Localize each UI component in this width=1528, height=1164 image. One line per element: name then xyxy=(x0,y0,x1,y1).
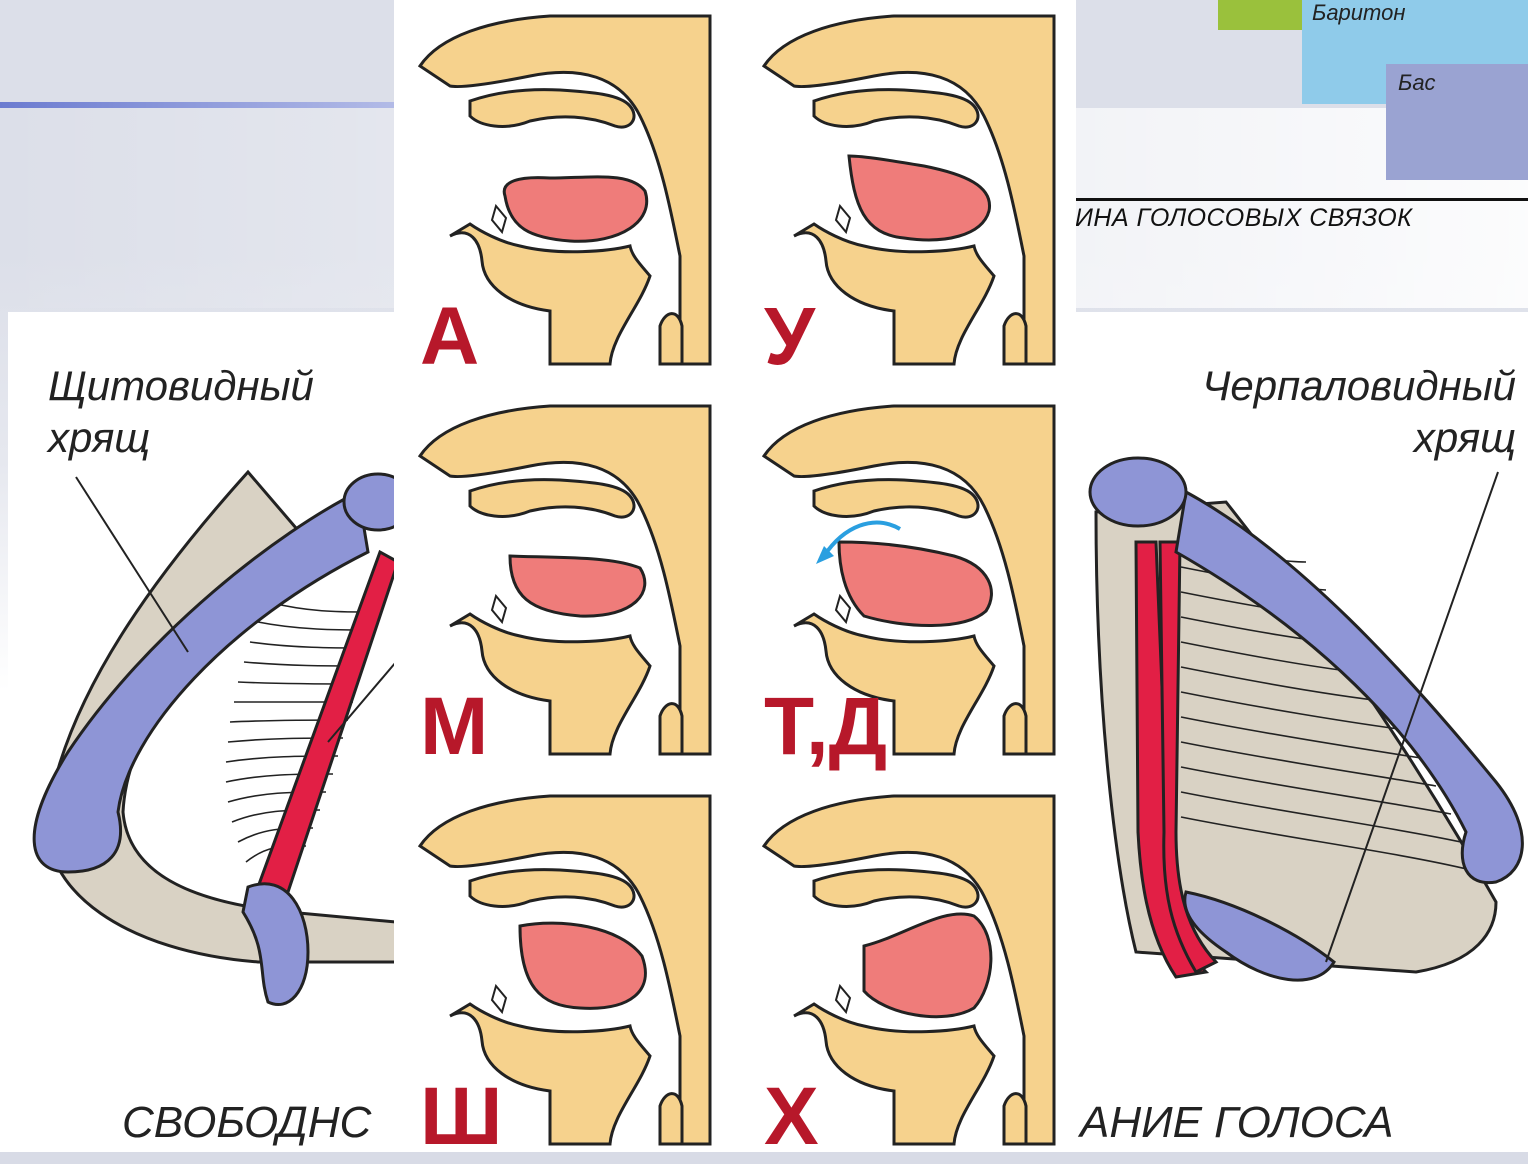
articulation-letter: А xyxy=(420,296,479,378)
arytenoid-cartilage-label: Черпаловидный хрящ xyxy=(1146,360,1516,464)
larynx-left-caption: СВОБОДНС xyxy=(122,1098,371,1148)
articulation-panel: А xyxy=(410,6,740,384)
voice-axis-label: ИНА ГОЛОСОВЫХ СВЯЗОК xyxy=(1075,204,1412,233)
larynx-open-illustration: Щитовидный хрящ СВОБОДНС xyxy=(8,312,396,1152)
larynx-right-caption: АНИЕ ГОЛОСА xyxy=(1080,1098,1393,1148)
voice-bar-green xyxy=(1218,0,1306,30)
articulation-letter: Ш xyxy=(420,1076,502,1158)
voice-axis-line xyxy=(1070,198,1528,201)
larynx-closed-illustration: Черпаловидный хрящ АНИЕ ГОЛОСА xyxy=(1076,312,1528,1152)
articulation-panel: Х xyxy=(754,786,1084,1164)
articulation-panel: М xyxy=(410,396,740,774)
thyroid-cartilage-label: Щитовидный хрящ xyxy=(48,360,378,464)
articulation-letter: М xyxy=(420,686,488,768)
articulation-letter: У xyxy=(764,296,815,378)
voice-label-bass: Бас xyxy=(1398,70,1436,96)
voice-label-baritone: Баритон xyxy=(1312,0,1405,26)
articulation-letter: Х xyxy=(764,1076,819,1158)
articulation-panel: У xyxy=(754,6,1084,384)
articulation-panel: Т,Д xyxy=(754,396,1084,774)
articulation-letter: Т,Д xyxy=(764,686,887,768)
articulation-panel: Ш xyxy=(410,786,740,1164)
